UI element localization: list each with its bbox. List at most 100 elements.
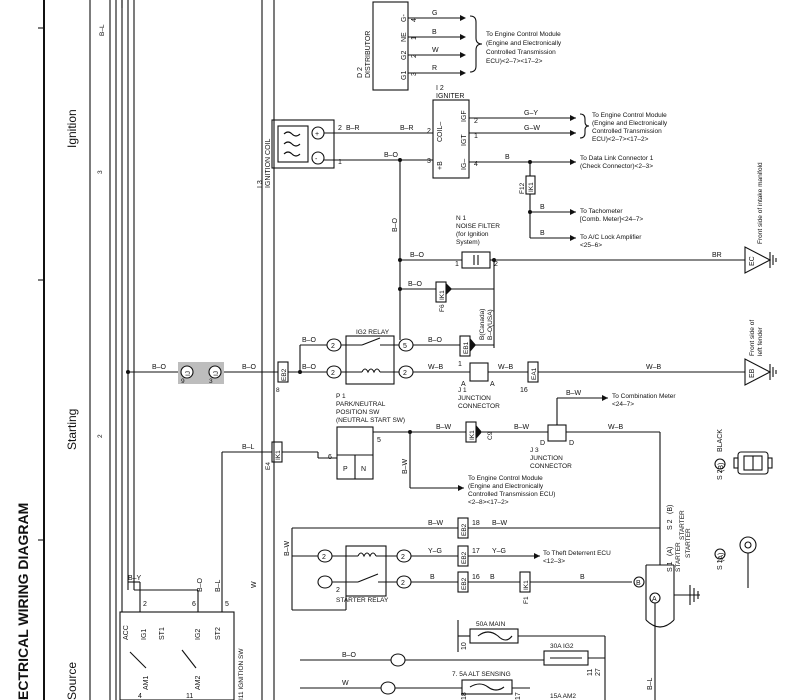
ign-sw-am1: AM1 — [143, 676, 150, 691]
wire-bw: B–W — [514, 424, 530, 431]
starter-s2: (B) — [667, 505, 674, 514]
fuse-pin: 10 — [461, 642, 468, 650]
wire-bo: B–O — [302, 364, 317, 371]
eb2-pin: 17 — [472, 548, 480, 555]
ecu2-dest: To Engine Control Module — [468, 475, 543, 482]
pn-pos-n: N — [361, 466, 366, 473]
distributor-pin-ne: NE — [401, 32, 408, 42]
igniter-num: 4 — [474, 161, 478, 168]
wire-b: B — [540, 204, 545, 211]
eb2-pin: 18 — [472, 520, 480, 527]
ign-sw-st2: ST2 — [215, 627, 222, 640]
ground-eb-label: EB — [749, 368, 756, 378]
wire-b: B — [432, 29, 437, 36]
relay-pin: 2 — [331, 370, 335, 377]
ground-eb-note: left fender — [757, 326, 764, 356]
ik1-tach: IK1 — [528, 182, 535, 192]
coil-pin: 2 — [338, 125, 342, 132]
fuse-am2-label: 15A AM2 — [550, 693, 576, 700]
starter-s1: S 1 — [667, 561, 674, 572]
ground-ec-note: Front side of intake manifold — [757, 162, 764, 244]
wire-wb: W–B — [646, 364, 662, 371]
wire-bo: B–O — [197, 577, 204, 592]
wire-yg: Y–G — [428, 548, 442, 555]
theft-dest: To Theft Deterrent ECU — [543, 550, 611, 557]
j3-pin: D — [540, 440, 545, 447]
distributor: D 2 DISTRIBUTOR G- NE G2 G1 4 1 2 3 G B … — [357, 1, 562, 91]
ground-eb: EB Front side of left fender — [744, 320, 777, 386]
starter-s2: S 2 — [667, 519, 674, 530]
igniter-pin: COIL– — [437, 122, 444, 142]
starter-pin: B — [636, 580, 641, 587]
distributor-pin-g: G- — [401, 14, 408, 22]
ign-sw-pin: 5 — [225, 601, 229, 608]
eb2-label: EB2 — [461, 577, 468, 590]
svg-text:+: + — [315, 131, 319, 138]
ik1-pin: F6 — [439, 304, 446, 312]
j1-pin: A — [490, 381, 495, 388]
starter-s1: STARTER — [675, 542, 682, 572]
relay-pin: 2 — [403, 370, 407, 377]
wire-bo: B–O — [408, 281, 423, 288]
s2-connector-label: BLACK — [717, 429, 724, 452]
distributor-pin-g1: G1 — [401, 71, 408, 80]
eb2-pin: 16 — [472, 574, 480, 581]
ecu2-dest: <2–8><17–2> — [468, 499, 509, 506]
igniter-pin: IGT — [461, 134, 468, 146]
relay-pin: 2 — [401, 554, 405, 561]
wire-bw: B–W — [402, 458, 409, 474]
wire-bl: B–L — [215, 579, 222, 592]
ea1-label: EA1 — [531, 367, 538, 380]
eb1-pin: 1 — [458, 361, 462, 368]
tach-dest: To Tachometer — [580, 208, 623, 215]
ignition-switch: B–Y B–O B–L W 2 6 5 ACC IG1 ST1 IG2 ST2 … — [119, 0, 275, 700]
noise-filter-pin: 1 — [455, 261, 459, 268]
wire-bo: B–O — [242, 364, 257, 371]
igniter-num: 2 — [427, 128, 431, 135]
wire-bw: B–W — [284, 540, 291, 556]
wire-wb: W–B — [608, 424, 624, 431]
theft-dest: <12–3> — [543, 558, 565, 565]
pn-label: POSITION SW — [336, 409, 380, 416]
ik1-tach-pin: F12 — [519, 182, 526, 194]
distributor-label: DISTRIBUTOR — [365, 31, 372, 78]
coil-label: IGNITION COIL — [265, 139, 272, 189]
ig2-relay-label: IG2 RELAY — [356, 329, 390, 336]
relay-pin: 2 — [331, 343, 335, 350]
j1-id: J 1 — [458, 387, 467, 394]
wire-br: B–R — [346, 125, 360, 132]
ig2-relay-section: B–O IJ 9 IJ 3 B–O EB2 8 B–O B–O IG2 RELA… — [126, 329, 494, 394]
ik1-pin: F1 — [523, 596, 530, 604]
ij-pin: 9 — [181, 378, 185, 385]
ign-sw-ig2: IG2 — [195, 629, 202, 640]
ik1-label: IK1 — [275, 450, 282, 460]
s1-connector-label: (A) — [718, 553, 725, 562]
igniter-num: 1 — [474, 133, 478, 140]
ik1-label: IK1 — [469, 430, 476, 440]
bus-wires: B–L 3 2 — [97, 0, 135, 700]
wire-bo: B–O — [342, 652, 357, 659]
wire-r: R — [432, 65, 437, 72]
wire-bw: B–W — [436, 424, 452, 431]
s2-connector-label: S 2 — [717, 469, 724, 480]
tach-dest: [Comb. Meter]<24–7> — [580, 216, 643, 223]
distributor-id: D 2 — [357, 67, 364, 78]
junction-j3: IK1 C9 B–W D D W–B B–W To Combination Me… — [465, 390, 676, 530]
starter: S 2 (B) S 1 (A) STARTER STARTER B A B–L … — [633, 429, 773, 700]
pn-label: (NEUTRAL START SW) — [336, 417, 405, 424]
pn-id: P 1 — [336, 393, 346, 400]
noise-filter: N 1 NOISE FILTER (for Ignition System) B… — [400, 215, 745, 269]
ik1-pin: C9 — [487, 431, 494, 440]
wire-w: W — [432, 47, 439, 54]
coil-pin: 1 — [338, 159, 342, 166]
section-ignition: Ignition — [65, 109, 79, 148]
noise-filter-pin: 2 — [494, 261, 498, 268]
wire-b: B — [540, 230, 545, 237]
j3-id: J 3 — [530, 447, 539, 454]
fuse-pin: 27 — [595, 668, 602, 676]
bus-label-bl: B–L — [99, 24, 106, 36]
ground-ec-label: EC — [749, 256, 756, 266]
coil-id: I 3 — [257, 180, 264, 188]
ign-sw-pin: 4 — [138, 693, 142, 700]
